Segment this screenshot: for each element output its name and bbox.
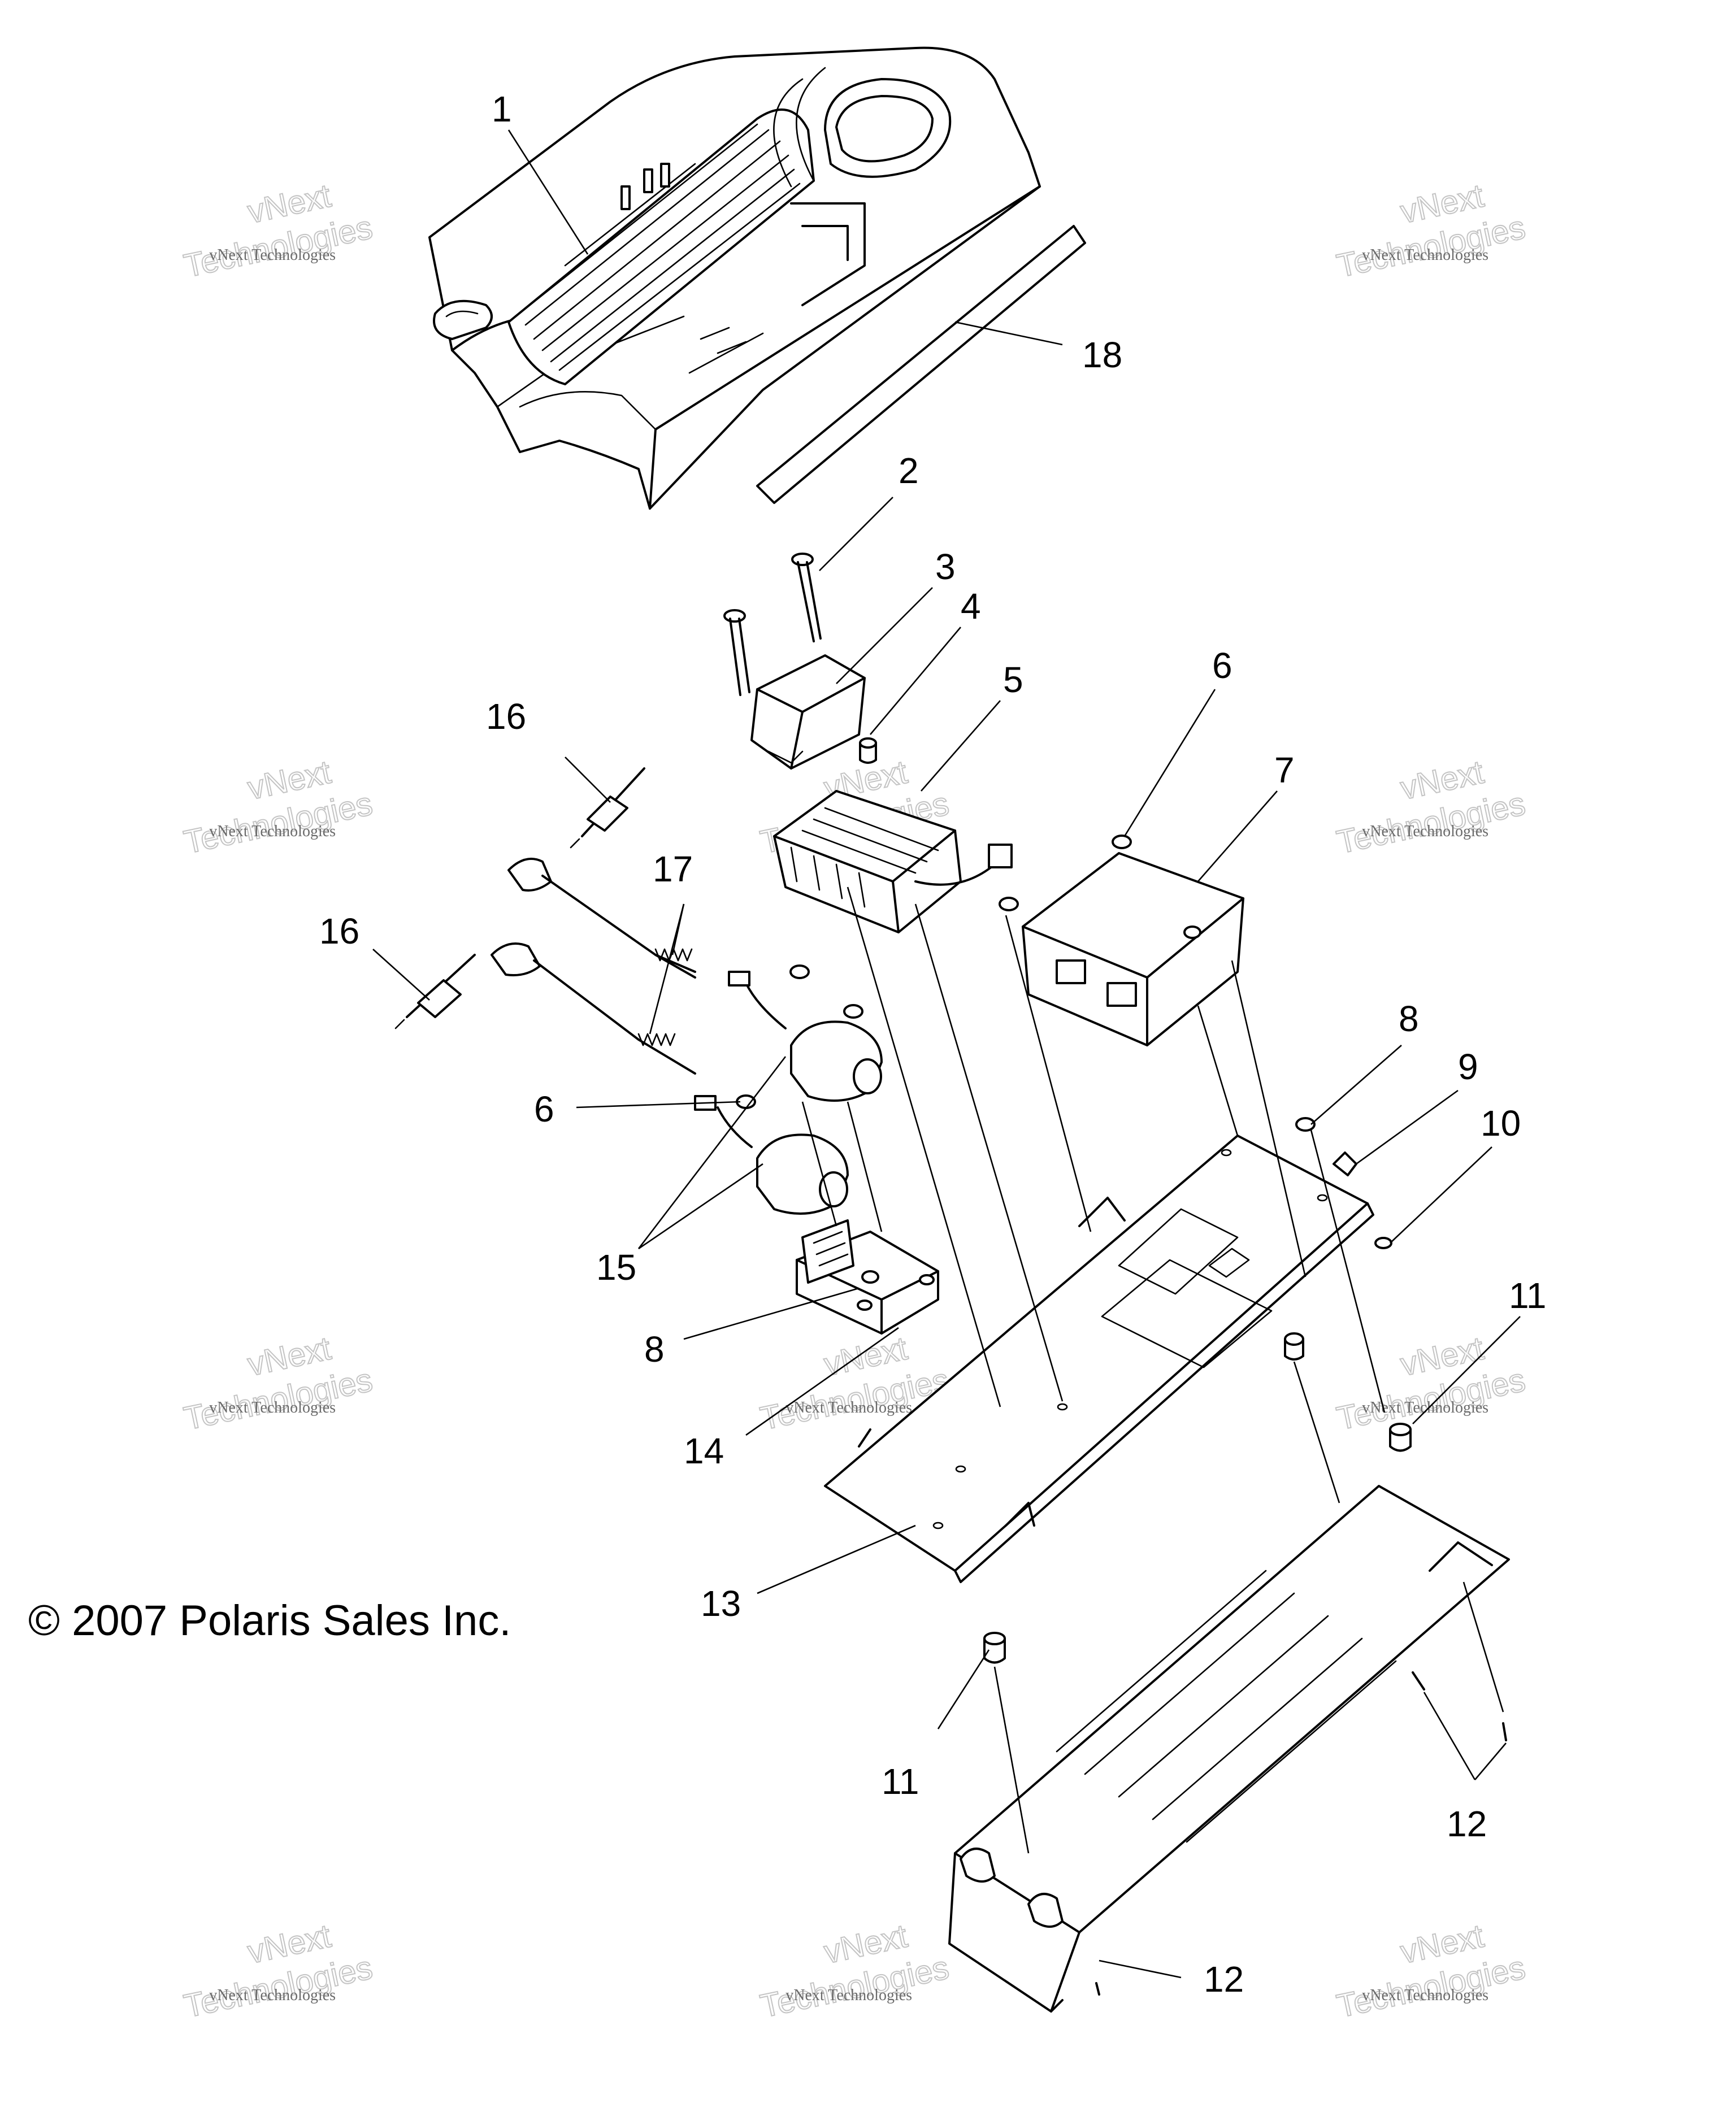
part-4-spacer <box>859 737 877 764</box>
part-6-nut <box>1112 835 1132 849</box>
part-6-nut <box>843 1004 863 1019</box>
part-13-mounting-plate <box>824 1135 1374 1583</box>
callout-6-upper: 6 <box>1212 645 1232 686</box>
part-12-screw <box>1095 1671 1507 1996</box>
callout-2: 2 <box>899 450 919 491</box>
watermark: vNext Technologies vNext Technologies <box>180 1329 376 1438</box>
part-2-bolt <box>791 553 822 642</box>
callout-15: 15 <box>596 1247 636 1288</box>
part-1-console-hood <box>428 46 1041 510</box>
part-9-clip <box>1333 1151 1357 1176</box>
callout-18: 18 <box>1082 334 1122 375</box>
part-2-bolt-secondary <box>723 609 750 696</box>
svg-text:vNext Technologies: vNext Technologies <box>209 1399 336 1416</box>
watermark: vNext Technologies vNext Technologies <box>1333 753 1529 862</box>
part-11-spacer <box>1389 1423 1412 1452</box>
callout-10: 10 <box>1481 1103 1521 1144</box>
callout-8-upper: 8 <box>1399 998 1419 1039</box>
callout-12-upper: 12 <box>1447 1804 1487 1844</box>
svg-text:vNext Technologies: vNext Technologies <box>1362 246 1488 264</box>
svg-text:vNext Technologies: vNext Technologies <box>209 823 336 840</box>
callout-7: 7 <box>1274 750 1295 790</box>
watermark: vNext Technologies vNext Technologies <box>757 1917 953 2026</box>
part-11-spacer <box>1284 1332 1304 1361</box>
part-18-decal <box>756 225 1086 504</box>
watermark: vNext Technologies vNext Technologies <box>1333 1329 1529 1438</box>
callout-11-upper: 11 <box>1509 1275 1546 1316</box>
assembly-guide-lines <box>801 886 1504 1854</box>
watermark: vNext Technologies vNext Technologies <box>180 177 376 285</box>
part-17-ignition-leads <box>491 858 696 1075</box>
callout-5: 5 <box>1003 659 1023 700</box>
part-16-spark-plug-upper <box>570 767 645 849</box>
callout-9: 9 <box>1458 1046 1478 1087</box>
callout-14: 14 <box>684 1431 724 1471</box>
callout-leaders <box>372 129 1521 1979</box>
callout-13: 13 <box>701 1583 741 1624</box>
callout-17: 17 <box>653 849 693 889</box>
part-6-nut <box>789 964 810 979</box>
copyright-notice: © 2007 Polaris Sales Inc. <box>28 1597 511 1645</box>
svg-text:vNext Technologies: vNext Technologies <box>209 1987 336 2004</box>
part-10-screw <box>1374 1237 1392 1249</box>
callout-8-lower: 8 <box>644 1329 665 1370</box>
svg-text:vNext Technologies: vNext Technologies <box>1362 1987 1488 2004</box>
callout-11-lower: 11 <box>882 1761 919 1802</box>
callout-4: 4 <box>961 586 981 627</box>
watermark: vNext Technologies vNext Technologies <box>180 753 376 862</box>
part-11-spacer <box>983 1632 1006 1664</box>
part-7-cdi-box <box>1022 852 1244 1046</box>
callout-labels: 1 2 3 4 5 6 6 7 8 8 9 10 11 11 12 12 13 … <box>319 89 1546 2000</box>
watermark: vNext Technologies vNext Technologies <box>180 1917 376 2026</box>
callout-16-upper: 16 <box>486 696 526 737</box>
part-6-nut <box>999 897 1019 911</box>
svg-text:vNext Technologies: vNext Technologies <box>1362 823 1488 840</box>
part-16-spark-plug-lower <box>394 954 476 1029</box>
callout-6-lower: 6 <box>534 1089 554 1129</box>
watermark: vNext Technologies vNext Technologies <box>1333 1917 1529 2026</box>
watermarks: vNext Technologies vNext Technologies vN… <box>180 177 1529 2026</box>
part-5-regulator <box>773 790 1013 933</box>
svg-text:vNext Technologies: vNext Technologies <box>785 1399 912 1416</box>
part-8-nut <box>861 1270 879 1284</box>
callout-16-lower: 16 <box>319 911 359 951</box>
skid-plate <box>948 1485 1510 2013</box>
watermark: vNext Technologies vNext Technologies <box>1333 177 1529 285</box>
part-15-ignition-coil-lower <box>694 1095 849 1215</box>
callout-3: 3 <box>935 546 956 587</box>
svg-text:vNext Technologies: vNext Technologies <box>785 1987 912 2004</box>
part-15-ignition-coil-upper <box>728 971 883 1102</box>
callout-12-lower: 12 <box>1204 1959 1244 2000</box>
part-8-nut <box>1295 1117 1316 1132</box>
callout-1: 1 <box>492 89 512 129</box>
svg-text:vNext Technologies: vNext Technologies <box>209 246 336 264</box>
